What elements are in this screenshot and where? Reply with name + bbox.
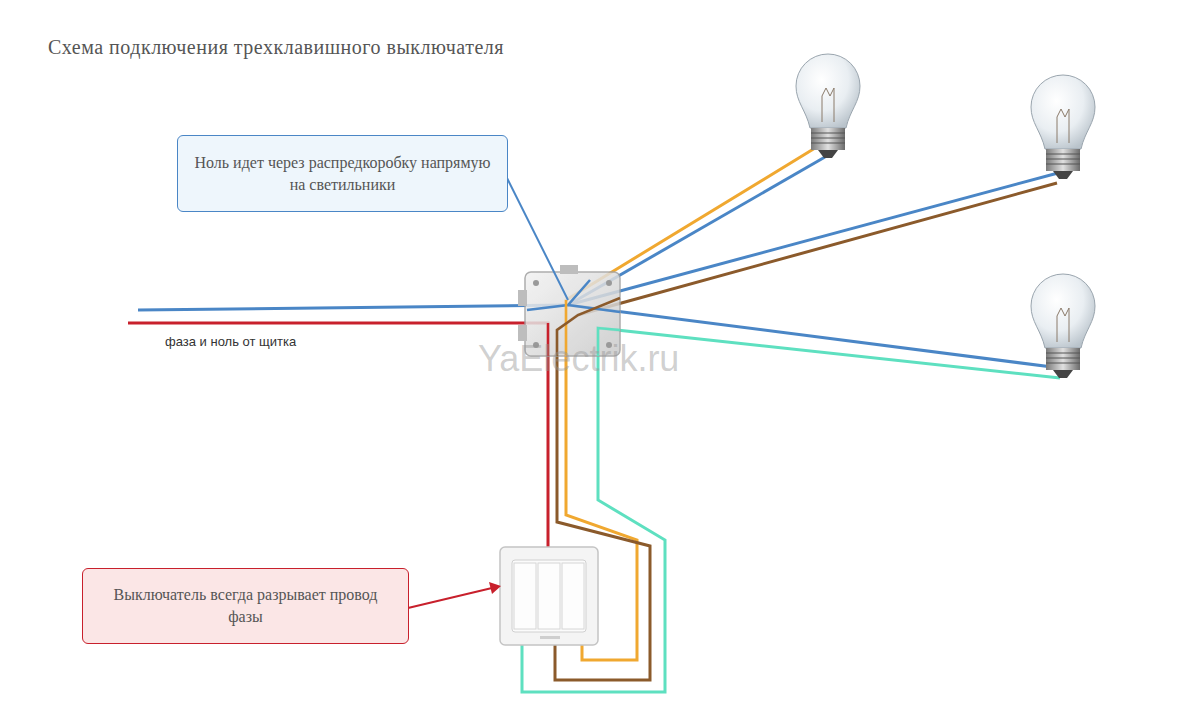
callout-box: Ноль идет через распредкоробку напрямую … bbox=[177, 135, 508, 212]
wire-label: фаза и ноль от щитка bbox=[165, 334, 296, 349]
callout-box: Выключатель всегда разрывает провод фазы bbox=[82, 568, 409, 644]
diagram-title: Схема подключения трехклавишного выключа… bbox=[48, 36, 504, 59]
callout-text: Выключатель всегда разрывает провод фазы bbox=[97, 584, 394, 627]
callout-text: Ноль идет через распредкоробку напрямую … bbox=[192, 152, 493, 195]
watermark: YaElectrik.ru bbox=[478, 338, 679, 380]
